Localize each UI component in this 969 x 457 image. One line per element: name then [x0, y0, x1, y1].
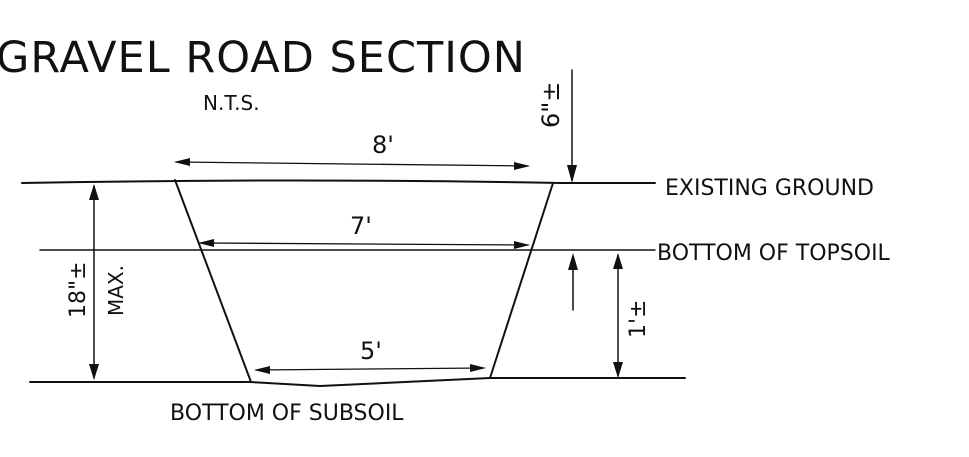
- trench-left-wall: [174, 179, 252, 383]
- mid-width-dimension-line: [199, 242, 529, 246]
- bottom-width-arrow-right: [470, 364, 486, 372]
- total-depth-arrow-bottom: [89, 364, 99, 380]
- subsoil-depth-label: 1'±: [626, 300, 651, 338]
- topsoil-bottom-pointer-arrow: [568, 253, 578, 270]
- total-depth-qualifier: MAX.: [104, 265, 128, 316]
- existing-ground-line: [21, 179, 656, 184]
- bottom-of-subsoil-line: [29, 377, 686, 388]
- bottom-of-topsoil-label: BOTTOM OF TOPSOIL: [657, 241, 891, 266]
- mid-width-label: 7': [350, 212, 372, 240]
- bottom-width-arrow-left: [254, 366, 270, 374]
- top-width-dimension-line: [175, 161, 529, 167]
- total-depth-label: 18"±: [66, 261, 91, 318]
- trench-right-wall: [489, 182, 554, 379]
- mid-width-arrow-right: [514, 241, 530, 249]
- topsoil-depth-arrow: [567, 165, 577, 183]
- subsoil-depth-arrow-bottom: [613, 362, 623, 378]
- existing-ground-label: EXISTING GROUND: [665, 176, 874, 201]
- mid-width-arrow-left: [198, 239, 214, 247]
- subsoil-depth-arrow-top: [613, 253, 623, 269]
- top-width-arrow-right: [514, 162, 530, 170]
- top-width-label: 8': [372, 131, 394, 159]
- bottom-width-label: 5': [360, 337, 382, 365]
- topsoil-depth-label: 6"±: [537, 82, 565, 128]
- bottom-of-subsoil-label: BOTTOM OF SUBSOIL: [170, 401, 404, 426]
- total-depth-arrow-top: [89, 184, 99, 200]
- bottom-width-dimension-line: [255, 367, 485, 371]
- drawing-title: GRAVEL ROAD SECTION: [0, 33, 526, 83]
- scale-note: N.T.S.: [203, 91, 260, 115]
- top-width-arrow-left: [174, 158, 190, 166]
